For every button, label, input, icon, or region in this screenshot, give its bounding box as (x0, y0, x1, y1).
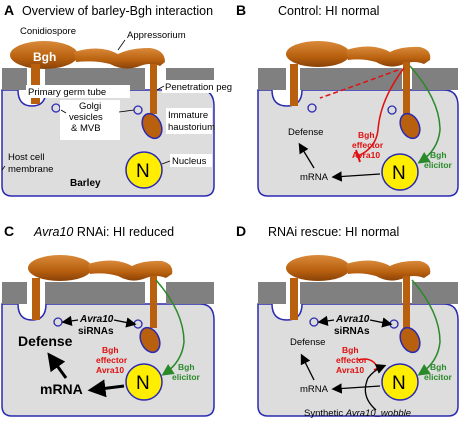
conidiospore-label: Conidiospore (20, 26, 76, 37)
nucleus-letter: N (392, 373, 406, 394)
elicitor-arrow (155, 279, 185, 376)
effector-inhibition-arrow (357, 67, 405, 157)
elicitor-arrow (409, 65, 441, 164)
panel-b-title: Control: HI normal (278, 4, 379, 18)
immature-label-1: Immature (168, 110, 208, 121)
mrna-label: mRNA (40, 381, 83, 397)
effector-label-2: effector (336, 355, 368, 365)
synthetic-arrow (364, 364, 387, 411)
fungus (286, 255, 431, 354)
mrna-label: mRNA (300, 172, 329, 183)
panel-a: A Overview of barley-Bgh interaction Bgh… (1, 2, 232, 197)
defense-label: Defense (288, 127, 323, 138)
primary-germ-tube (31, 64, 40, 104)
fungus (286, 41, 431, 140)
bgh-label: Bgh (33, 50, 56, 64)
panel-a-title: Overview of barley-Bgh interaction (22, 4, 213, 18)
defense-label: Defense (290, 337, 325, 348)
synthetic-label: Synthetic Avra10_wobble (304, 408, 411, 419)
defense-label: Defense (18, 333, 73, 349)
panel-b: B Control: HI normal N Bgh effector Avra… (236, 2, 459, 197)
sirna-label-1: Avra10 (79, 314, 114, 325)
elicitor-label-1: Bgh (430, 150, 447, 160)
golgi-label-1: Golgi (79, 101, 101, 112)
panel-c: C Avra10 RNAi: HI reduced Avra10 siRNAs … (1, 223, 215, 417)
effector-label-3: Avra10 (336, 365, 364, 375)
primary-germ-tube-label: Primary germ tube (28, 87, 106, 98)
fungus (10, 41, 165, 140)
elicitor-label-2: elicitor (424, 160, 453, 170)
elicitor-label-2: elicitor (424, 372, 453, 382)
immature-label-2: haustorium (168, 122, 215, 133)
effector-label-2: effector (352, 140, 384, 150)
panel-a-letter: A (4, 2, 14, 18)
effector-label-3: Avra10 (96, 365, 124, 375)
elicitor-label-2: elicitor (172, 372, 201, 382)
nucleus-letter: N (392, 163, 406, 184)
panel-d-letter: D (236, 223, 246, 239)
panel-d-title: RNAi rescue: HI normal (268, 225, 399, 239)
sirna-label-2: siRNAs (334, 326, 370, 337)
host-cell-label-1: Host cell (8, 152, 44, 163)
fungus (28, 255, 173, 354)
effector-dashed-path (319, 69, 399, 99)
nucleus-letter: N (136, 161, 150, 182)
nucleus-letter: N (136, 373, 150, 394)
appressorium-label: Appressorium (127, 30, 186, 41)
panel-b-letter: B (236, 2, 246, 18)
elicitor-arrow (411, 279, 441, 376)
effector-label-1: Bgh (358, 130, 375, 140)
immature-haustorium (141, 112, 163, 140)
cell-wall (258, 68, 286, 90)
panel-c-title: Avra10 RNAi: HI reduced (33, 225, 174, 239)
cell-wall (2, 68, 27, 90)
panel-c-letter: C (4, 223, 14, 239)
host-cell-label-2: membrane (8, 164, 53, 175)
effector-label-3: Avra10 (352, 150, 380, 160)
sirna-label-1: Avra10 (335, 314, 370, 325)
cell-wall (2, 282, 27, 304)
golgi-label-2: vesicles (69, 112, 103, 123)
effector-label-1: Bgh (342, 345, 359, 355)
penetration-peg-label: Penetration peg (165, 82, 232, 93)
elicitor-label-1: Bgh (430, 362, 447, 372)
elicitor-label-1: Bgh (178, 362, 195, 372)
penetration-peg (150, 64, 157, 114)
sirna-label-2: siRNAs (78, 326, 114, 337)
panel-d: D RNAi rescue: HI normal Avra10 siRNAs N… (236, 223, 459, 419)
golgi-label-3: & MVB (71, 123, 101, 134)
conidiospore (10, 41, 78, 69)
barley-label: Barley (70, 178, 101, 189)
mrna-label: mRNA (300, 384, 329, 395)
cell-wall (258, 282, 286, 304)
effector-label-2: effector (96, 355, 128, 365)
nucleus (125, 151, 163, 189)
nucleus-label: Nucleus (172, 156, 207, 167)
effector-label-1: Bgh (102, 345, 119, 355)
